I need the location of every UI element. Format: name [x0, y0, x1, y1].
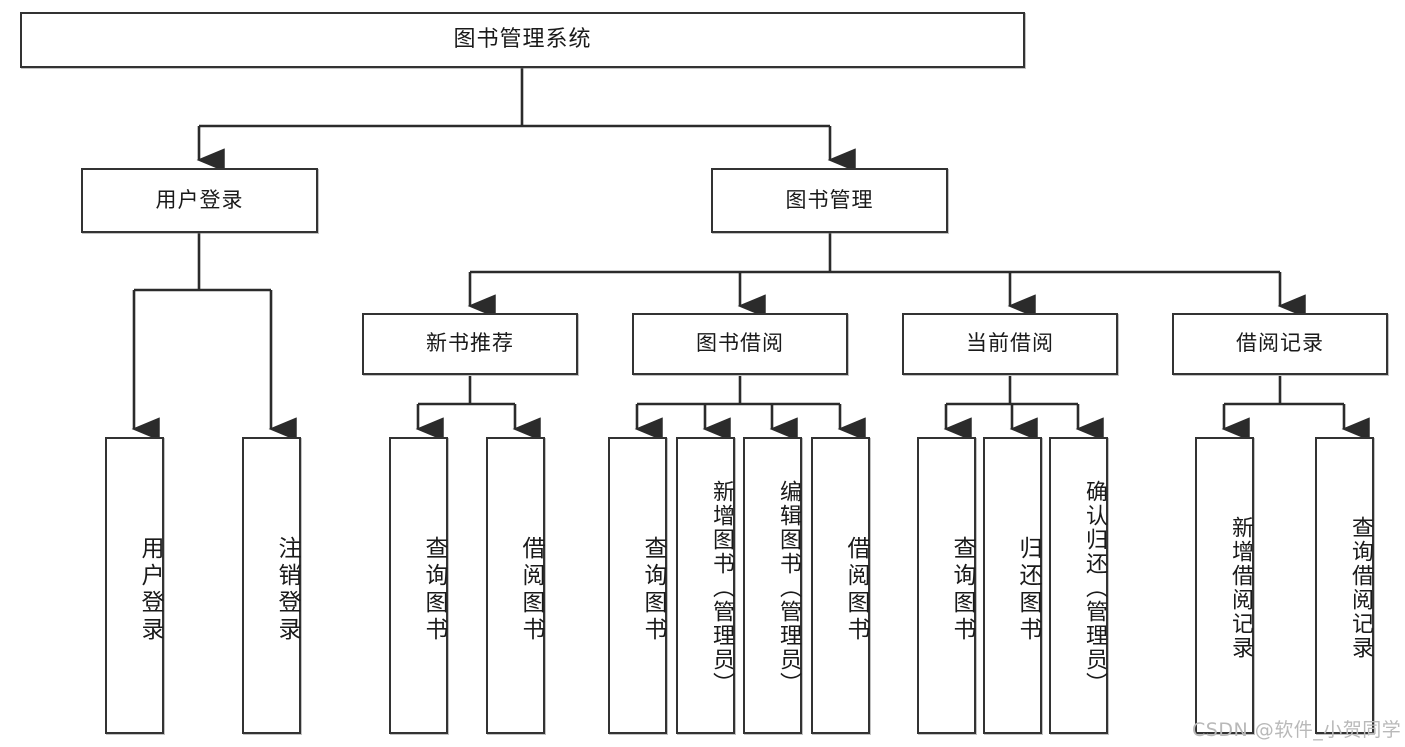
leaf-query-book-2[interactable]: 查询图书 [608, 437, 667, 734]
leaf-label: 借阅图书 [518, 535, 544, 644]
node-current-borrow[interactable]: 当前借阅 [902, 313, 1118, 375]
leaf-user-login[interactable]: 用户登录 [105, 437, 164, 734]
leaf-label: 查询借阅记录 [1348, 515, 1373, 660]
leaf-label: 查询图书 [421, 535, 447, 644]
node-new-book-recommend[interactable]: 新书推荐 [362, 313, 578, 375]
node-root[interactable]: 图书管理系统 [20, 12, 1025, 68]
node-user-login[interactable]: 用户登录 [81, 168, 318, 233]
leaf-borrow-book-1[interactable]: 借阅图书 [486, 437, 545, 734]
leaf-query-record[interactable]: 查询借阅记录 [1315, 437, 1374, 734]
leaf-query-book-1[interactable]: 查询图书 [389, 437, 448, 734]
node-borrow-record[interactable]: 借阅记录 [1172, 313, 1388, 375]
leaf-label: 注销登录 [274, 535, 300, 644]
leaf-user-logout[interactable]: 注销登录 [242, 437, 301, 734]
leaf-label: 查询图书 [640, 535, 666, 644]
leaf-label: 归还图书 [1015, 535, 1041, 644]
leaf-return-book[interactable]: 归还图书 [983, 437, 1042, 734]
leaf-label: 借阅图书 [843, 535, 869, 644]
leaf-add-book[interactable]: 新增图书（管理员） [676, 437, 735, 734]
leaf-label: 新增借阅记录 [1228, 515, 1253, 660]
leaf-label: 确认归还（管理员） [1082, 479, 1107, 696]
node-book-manage[interactable]: 图书管理 [711, 168, 948, 233]
node-book-borrow[interactable]: 图书借阅 [632, 313, 848, 375]
leaf-label: 新增图书（管理员） [709, 479, 734, 696]
leaf-query-book-3[interactable]: 查询图书 [917, 437, 976, 734]
leaf-label: 查询图书 [949, 535, 975, 644]
leaf-borrow-book-2[interactable]: 借阅图书 [811, 437, 870, 734]
leaf-label: 编辑图书（管理员） [776, 479, 801, 696]
leaf-label: 用户登录 [137, 535, 163, 644]
leaf-edit-book[interactable]: 编辑图书（管理员） [743, 437, 802, 734]
leaf-confirm-return[interactable]: 确认归还（管理员） [1049, 437, 1108, 734]
leaf-add-record[interactable]: 新增借阅记录 [1195, 437, 1254, 734]
